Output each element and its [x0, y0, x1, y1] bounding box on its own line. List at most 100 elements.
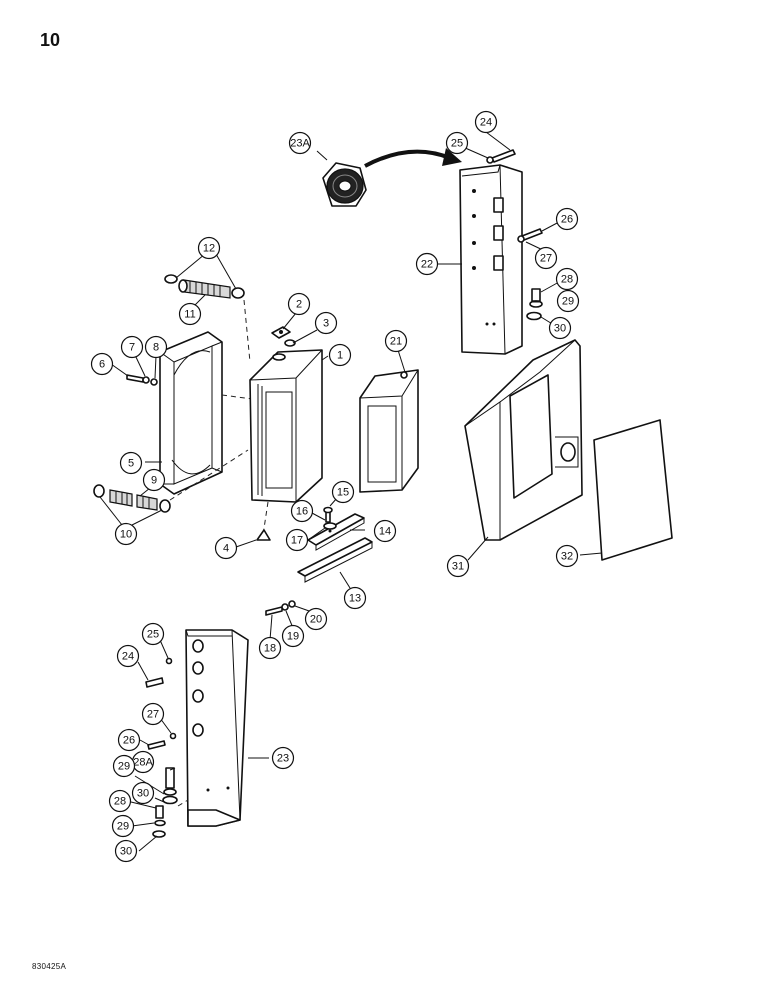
- callout-circle: [446, 554, 470, 578]
- callout-label: 7: [129, 342, 135, 354]
- figure-code: 830425A: [32, 962, 67, 971]
- callout-label: 28: [561, 274, 573, 286]
- callout-label: 30: [554, 323, 566, 335]
- callout-circle: [328, 343, 352, 367]
- callout-circle: [116, 644, 140, 668]
- callout-label: 5: [128, 458, 134, 470]
- callout-8: 8: [144, 335, 168, 359]
- callout-32: 32: [555, 544, 579, 568]
- callout-label: 18: [264, 643, 276, 655]
- callout-29a: 29: [556, 289, 580, 313]
- pulley-23A: [316, 150, 367, 207]
- callout-23A: 23A: [288, 131, 312, 155]
- callout-circle: [111, 814, 135, 838]
- radiator-1: [249, 349, 329, 503]
- callout-label: 23: [277, 753, 289, 765]
- callout-label: 29: [562, 296, 574, 308]
- callout-circle: [555, 544, 579, 568]
- callout-label: 28A: [133, 757, 153, 769]
- callout-circle: [384, 329, 408, 353]
- callout-14: 14: [373, 519, 397, 543]
- callout-26b: 26: [117, 728, 141, 752]
- hardware-brackets-top: [307, 497, 338, 541]
- callout-circle: [534, 246, 558, 270]
- callout-label: 9: [151, 475, 157, 487]
- callout-24b: 24: [116, 644, 140, 668]
- callout-31: 31: [446, 554, 470, 578]
- callout-19: 19: [281, 624, 305, 648]
- callout-17: 17: [285, 528, 309, 552]
- callout-label: 25: [451, 138, 463, 150]
- callout-label: 3: [323, 318, 329, 330]
- callout-circle: [271, 746, 295, 770]
- callout-20: 20: [304, 607, 328, 631]
- callout-22: 22: [415, 252, 439, 276]
- hardware-bottom-left: [130, 639, 189, 852]
- callout-circle: [141, 622, 165, 646]
- callout-circle: [258, 636, 282, 660]
- callout-26a: 26: [555, 207, 579, 231]
- callout-25a: 25: [445, 131, 469, 155]
- callout-label: 6: [99, 359, 105, 371]
- callout-circle: [548, 316, 572, 340]
- callout-4: 4: [214, 536, 238, 560]
- brackets-13-14: [297, 513, 373, 589]
- callout-circle: [474, 110, 498, 134]
- side-panel-23: [185, 629, 269, 827]
- callout-circle: [131, 781, 155, 805]
- callout-30c: 30: [114, 839, 138, 863]
- callout-label: 14: [379, 526, 391, 538]
- callout-12: 12: [197, 236, 221, 260]
- callout-circle: [373, 519, 397, 543]
- callout-13: 13: [343, 586, 367, 610]
- callout-label: 28: [114, 796, 126, 808]
- callout-circle: [314, 311, 338, 335]
- callout-circle: [281, 624, 305, 648]
- callout-18: 18: [258, 636, 282, 660]
- callout-circle: [144, 335, 168, 359]
- cap-2-3: [271, 312, 318, 347]
- callout-circle: [287, 292, 311, 316]
- callout-circle: [343, 586, 367, 610]
- callout-circle: [288, 131, 312, 155]
- callout-label: 22: [421, 259, 433, 271]
- callout-circle: [120, 335, 144, 359]
- callout-label: 13: [349, 593, 361, 605]
- callout-circle: [141, 702, 165, 726]
- side-sheet-31: [464, 339, 583, 561]
- callout-28b: 28: [108, 789, 132, 813]
- callout-circle: [285, 528, 309, 552]
- callout-circle: [555, 207, 579, 231]
- callout-label: 24: [480, 117, 492, 129]
- oil-cooler-21: [359, 349, 419, 493]
- callout-label: 30: [137, 788, 149, 800]
- callout-circle: [108, 789, 132, 813]
- gasket-32: [579, 419, 673, 561]
- callout-1: 1: [328, 343, 352, 367]
- callout-28A: 28A: [131, 750, 155, 774]
- callout-label: 11: [184, 309, 195, 321]
- callout-label: 25: [147, 629, 159, 641]
- callout-label: 17: [291, 535, 303, 547]
- callout-circle: [304, 607, 328, 631]
- callout-circle: [114, 839, 138, 863]
- callout-2: 2: [287, 292, 311, 316]
- callout-label: 4: [223, 543, 229, 555]
- callout-24a: 24: [474, 110, 498, 134]
- callout-5: 5: [119, 451, 143, 475]
- lower-hose-9: [93, 484, 171, 526]
- callout-23: 23: [271, 746, 295, 770]
- callout-circle: [142, 468, 166, 492]
- callout-27b: 27: [141, 702, 165, 726]
- callout-29c: 29: [111, 814, 135, 838]
- callout-11: 11: [178, 302, 202, 326]
- callout-circle: [178, 302, 202, 326]
- callout-6: 6: [90, 352, 114, 376]
- callout-circle: [114, 522, 138, 546]
- callout-16: 16: [290, 499, 314, 523]
- callout-30b: 30: [131, 781, 155, 805]
- callout-circle: [90, 352, 114, 376]
- callout-7: 7: [120, 335, 144, 359]
- callout-label: 15: [337, 487, 349, 499]
